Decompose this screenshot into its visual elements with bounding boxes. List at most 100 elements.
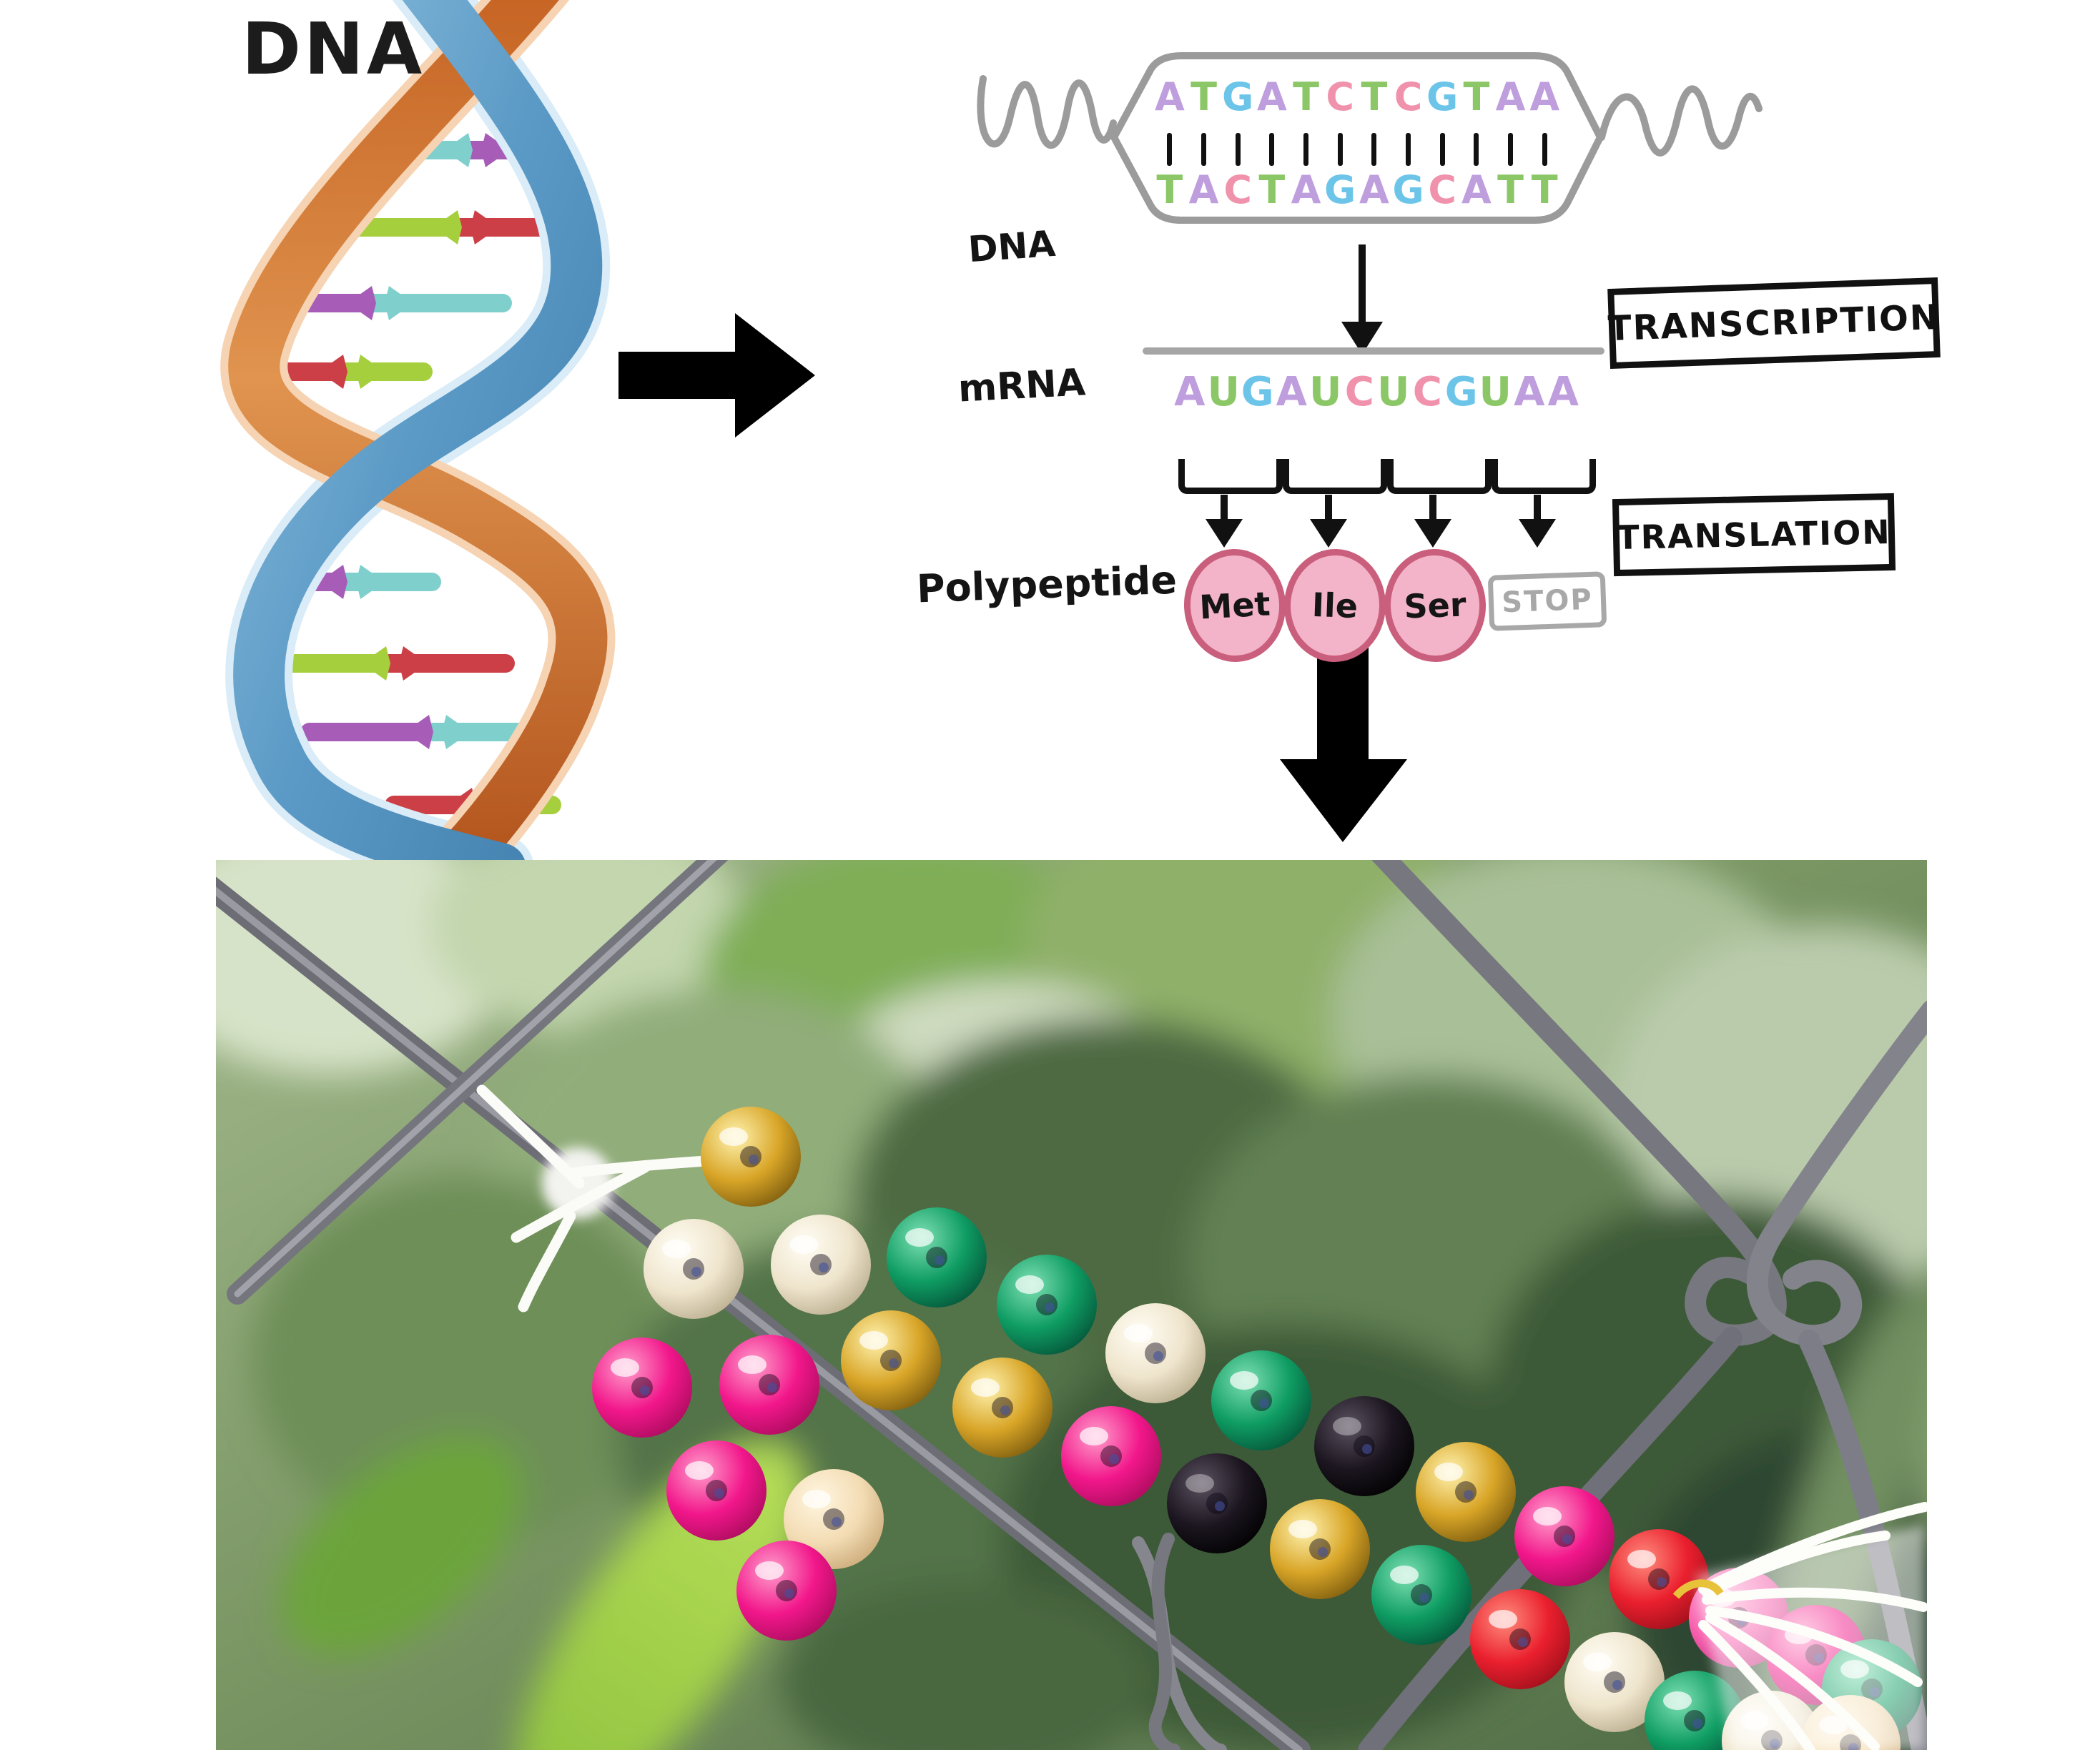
base-letter: C (1326, 74, 1355, 119)
base-letter: T (1531, 167, 1558, 212)
base-letter: T (1361, 74, 1388, 119)
dna-helix-illustration (220, 0, 616, 860)
base-letter: U (1377, 369, 1410, 415)
hydrogen-bond-tick (1459, 133, 1494, 166)
base-letter: T (1258, 167, 1286, 212)
bead-magenta (719, 1335, 819, 1435)
base-letter: G (1222, 74, 1254, 119)
bead-magenta (1514, 1486, 1615, 1586)
central-dogma-diagram (977, 52, 1763, 842)
bead-gold (1416, 1442, 1516, 1542)
stop-codon-badge: STOP (1487, 571, 1607, 631)
bead-magenta (736, 1541, 837, 1641)
base-letter: U (1309, 369, 1342, 415)
codon-arrows (1206, 495, 1556, 548)
bead-gold (1270, 1499, 1370, 1599)
base-letter: U (1207, 369, 1240, 415)
base-letter: A (1495, 74, 1526, 119)
base-letter: C (1412, 369, 1442, 415)
base-letter: A (1547, 369, 1579, 415)
transcription-label: TRANSCRIPTION (1607, 277, 1941, 370)
hydrogen-bond-tick (1357, 133, 1391, 166)
bead-cream (784, 1469, 884, 1569)
base-letter: C (1344, 369, 1374, 415)
base-letter: A (1188, 167, 1219, 212)
bead-gold (701, 1107, 801, 1207)
top-section: DNA (0, 0, 2100, 860)
base-letter: A (1276, 369, 1307, 415)
hydrogen-bond-tick (1289, 133, 1323, 166)
bead-red (1470, 1589, 1570, 1689)
base-letter: G (1392, 167, 1424, 212)
polypeptide-label: Polypeptide (916, 557, 1178, 612)
codon-bracket-1 (1178, 459, 1283, 494)
base-letter: A (1529, 74, 1560, 119)
bead-red (1609, 1529, 1709, 1629)
base-letter: C (1394, 74, 1423, 119)
codon-bracket-3 (1387, 459, 1492, 494)
hydrogen-bond-tick (1187, 133, 1221, 166)
down-arrow-icon (1280, 643, 1407, 842)
base-letter: C (1428, 167, 1457, 212)
bead-black (1167, 1453, 1267, 1553)
bead-green (997, 1255, 1097, 1355)
bead-magenta (592, 1338, 692, 1438)
codon-bracket-4 (1492, 459, 1596, 494)
base-letter: C (1223, 167, 1252, 212)
bracelet-fence-photo (216, 860, 1927, 1750)
dna-bubble-outline (977, 52, 1763, 224)
base-letter: G (1241, 369, 1274, 415)
base-letter: T (1156, 167, 1183, 212)
mrna-label: mRNA (957, 361, 1087, 411)
hydrogen-bond-tick (1425, 133, 1459, 166)
hydrogen-bond-tick (1527, 133, 1562, 166)
base-letter: A (1461, 167, 1492, 212)
bead-pearl (1564, 1632, 1665, 1732)
string-tassel (1672, 1502, 1927, 1750)
bead-pearl (644, 1219, 744, 1319)
string-knot (476, 1084, 722, 1312)
base-letter: A (1154, 74, 1185, 119)
base-letter: A (1256, 74, 1287, 119)
hydrogen-bond-tick (1255, 133, 1289, 166)
bead-green (1645, 1671, 1745, 1750)
bead-pearl (1105, 1303, 1206, 1403)
base-letter: T (1497, 167, 1524, 212)
mrna-backbone-line (1143, 347, 1604, 355)
hydrogen-bond-tick (1221, 133, 1255, 166)
bead-gold (841, 1310, 941, 1410)
base-letter: A (1174, 369, 1206, 415)
base-letter: A (1359, 167, 1389, 212)
transcription-arrow (1341, 244, 1383, 355)
hydrogen-bond-tick (1494, 133, 1528, 166)
base-letter: U (1479, 369, 1512, 415)
codon-bracket-2 (1283, 459, 1387, 494)
base-letter: A (1291, 167, 1321, 212)
base-pair-ticks (1153, 133, 1562, 166)
base-letter: G (1426, 74, 1459, 119)
bead-green (1211, 1350, 1311, 1450)
base-letter: T (1463, 74, 1490, 119)
bead-green (1371, 1545, 1472, 1645)
dna-illustration-title: DNA (242, 7, 425, 91)
bead-magenta (666, 1440, 766, 1541)
chain-link-wires (216, 860, 1927, 1750)
bead-black (1314, 1396, 1414, 1496)
base-letter: G (1444, 369, 1478, 415)
bead-magenta (1061, 1406, 1161, 1506)
base-letter: G (1324, 167, 1356, 212)
dna-label: DNA (967, 222, 1057, 271)
hydrogen-bond-tick (1391, 133, 1426, 166)
translation-label: TRANSLATION (1612, 493, 1896, 577)
base-letter: T (1293, 74, 1319, 119)
helix-ribbons (220, 0, 616, 860)
hydrogen-bond-tick (1153, 133, 1187, 166)
bead-green (887, 1207, 987, 1307)
base-letter: A (1514, 369, 1545, 415)
right-arrow-icon (618, 313, 815, 438)
base-letter: T (1191, 74, 1217, 119)
